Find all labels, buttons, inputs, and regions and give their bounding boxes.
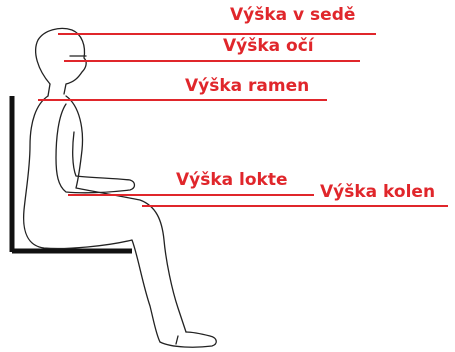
shoulder-height-label: Výška ramen	[185, 76, 309, 96]
knee-height-label: Výška kolen	[320, 182, 435, 202]
elbow-height-label: Výška lokte	[176, 170, 288, 190]
sitting-height-label: Výška v sedě	[230, 5, 355, 25]
eye-height-label: Výška očí	[223, 36, 314, 56]
